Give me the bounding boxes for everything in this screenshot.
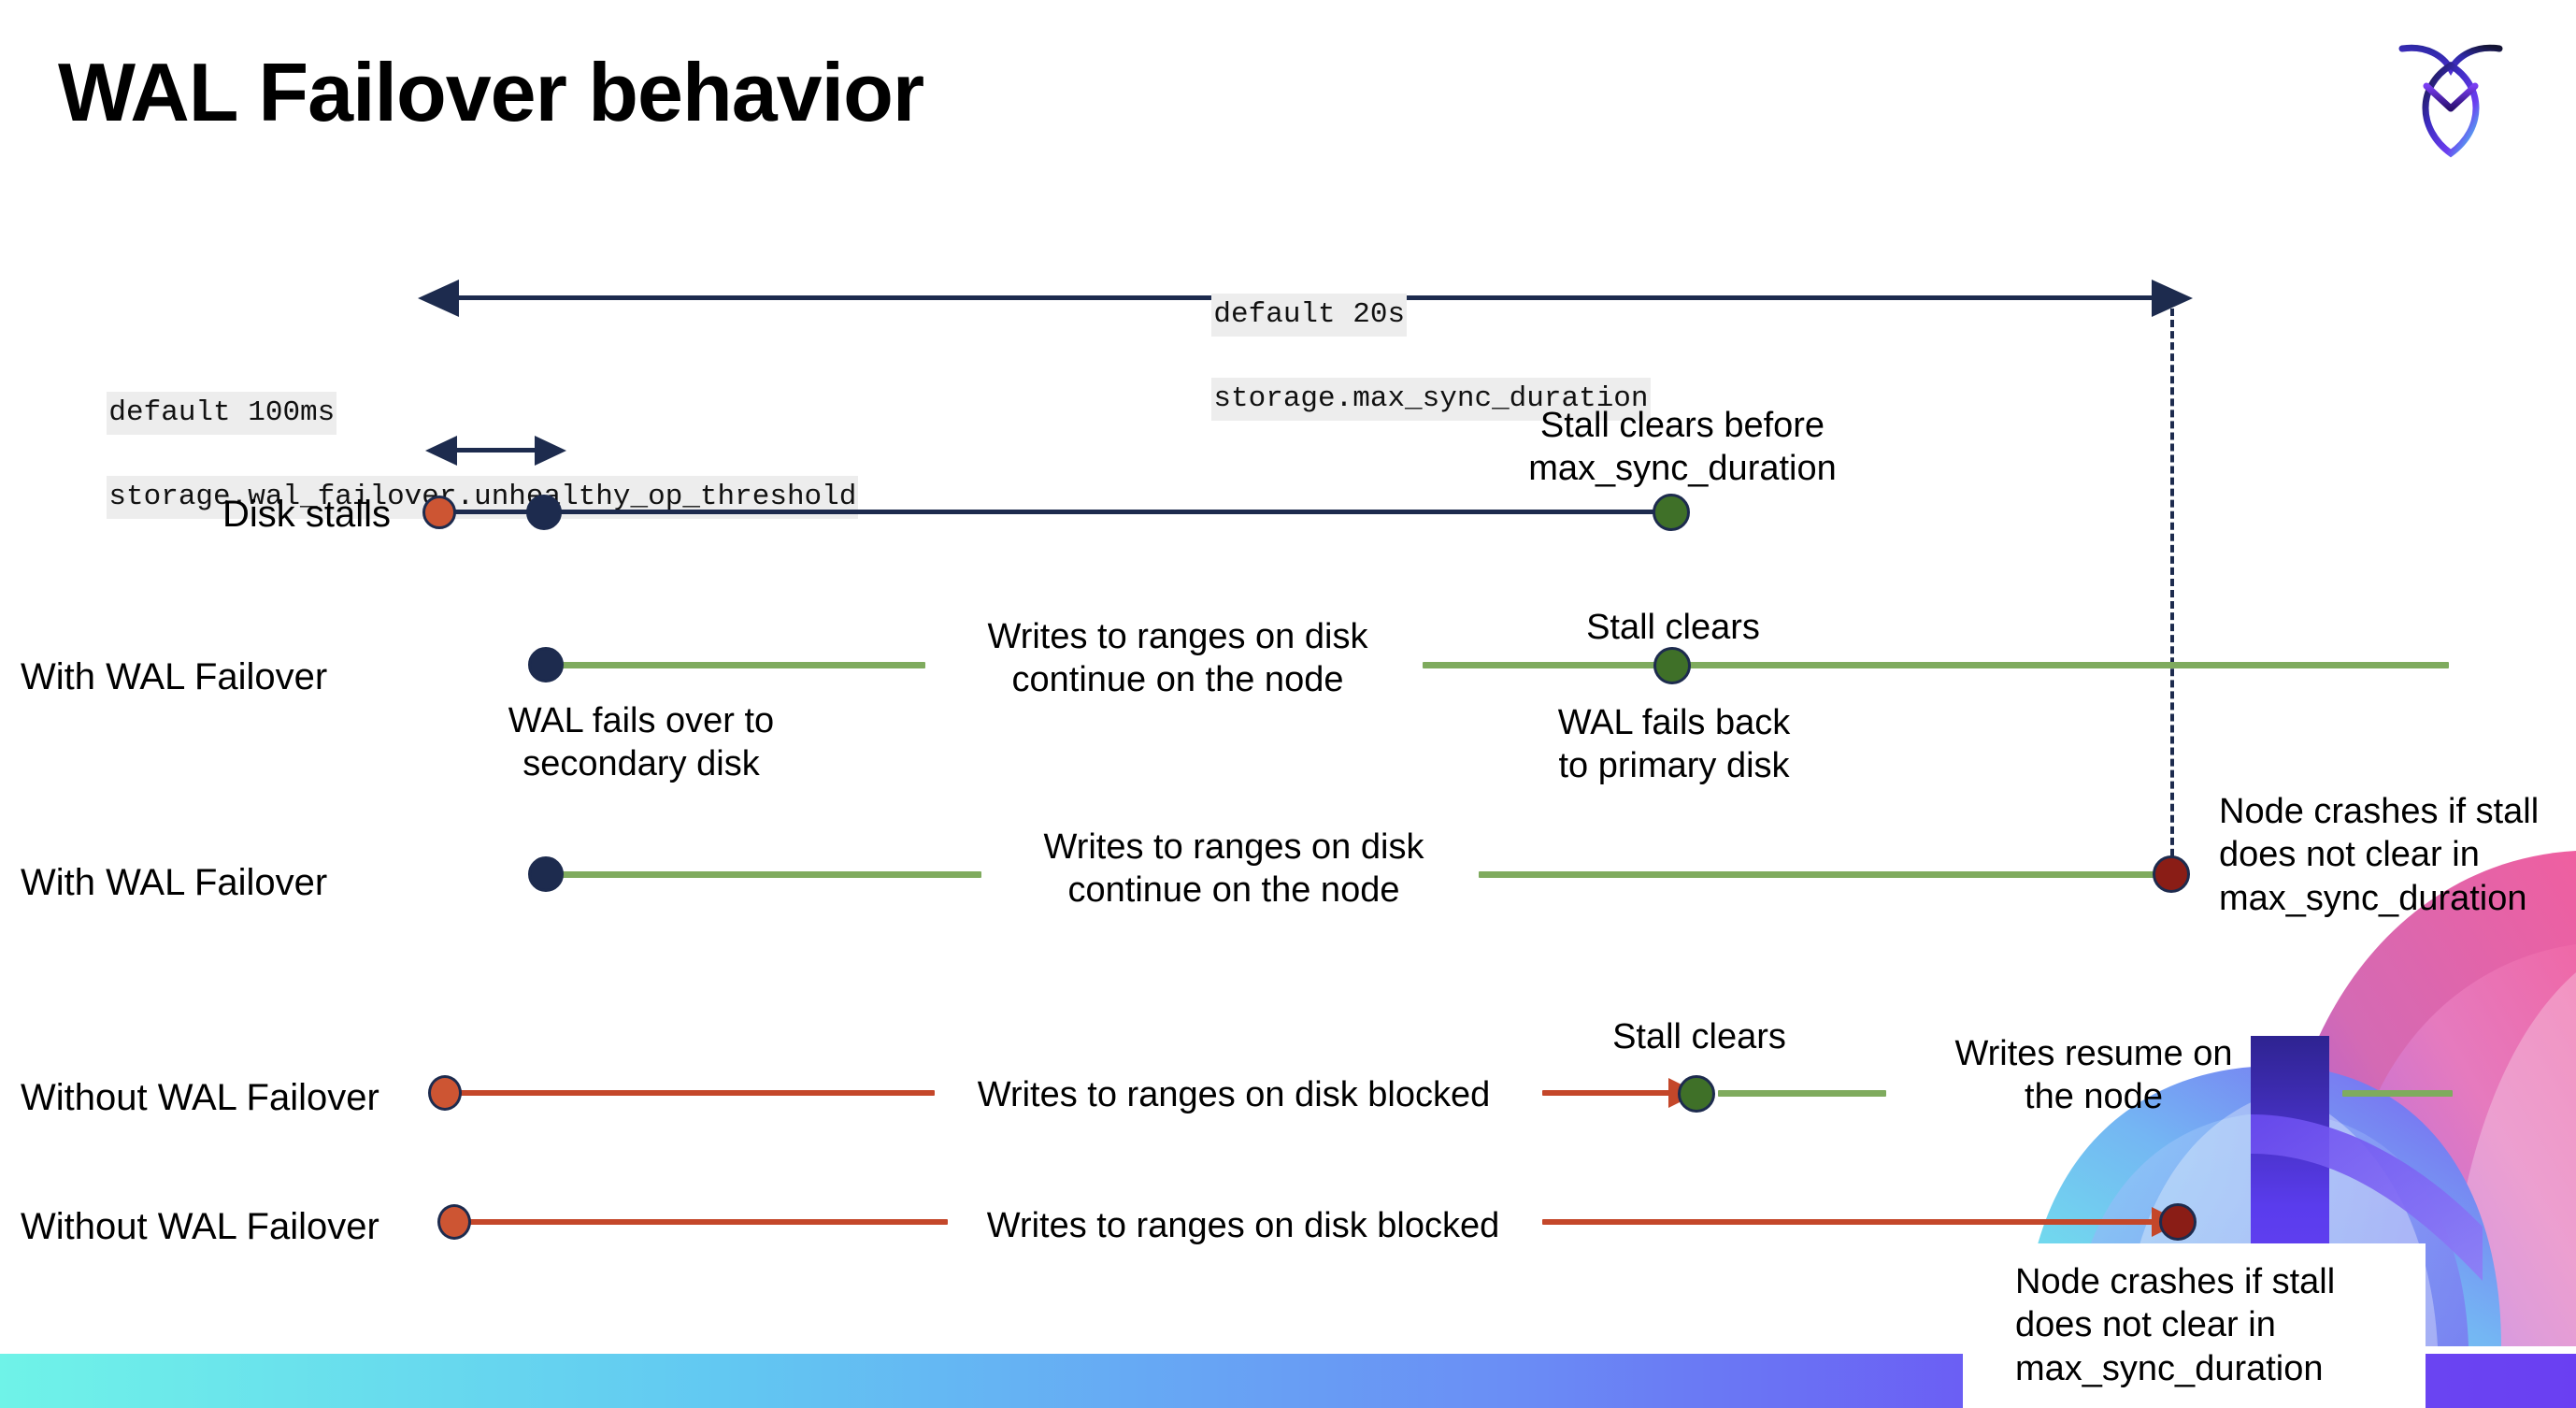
- note-wal1-fails-over: WAL fails over to secondary disk: [508, 701, 775, 784]
- nowal2-crash-dot: [2159, 1203, 2197, 1241]
- max-sync-default-text: default 20s: [1211, 294, 1408, 338]
- disk-stalls-line: [437, 510, 1671, 514]
- disk-stalls-clear-dot: [1653, 494, 1690, 531]
- note-nowal1-stall-clears: Stall clears: [1612, 1017, 1786, 1056]
- note-wal2-writes-continue: Writes to ranges on disk continue on the…: [1043, 827, 1424, 911]
- max-sync-setting-text: storage.max_sync_duration: [1211, 378, 1651, 422]
- wal2-crash-dot: [2153, 855, 2190, 893]
- row-label-disk-stalls: Disk stalls: [222, 494, 392, 535]
- wal1-stall-clears-dot: [1653, 647, 1691, 684]
- nowal1-orange-seg-b: [1542, 1090, 1675, 1096]
- nowal1-orange-seg-a: [449, 1090, 935, 1096]
- disk-stalls-start-dot: [422, 496, 456, 529]
- wal2-green-seg-b: [1479, 871, 2172, 878]
- wal1-green-seg-a: [542, 662, 925, 668]
- note-wal2-node-crashes: Node crashes if stall does not clear in …: [2219, 792, 2540, 918]
- page-title: WAL Failover behavior: [58, 46, 924, 138]
- wal2-green-seg-a: [542, 871, 981, 878]
- threshold-right-arrowhead: [535, 436, 566, 466]
- nowal1-green-seg: [1718, 1090, 1886, 1097]
- note-wal1-writes-continue: Writes to ranges on disk continue on the…: [987, 617, 1368, 700]
- note-nowal2-node-crashes: Node crashes if stall does not clear in …: [2015, 1262, 2336, 1388]
- threshold-left-arrowhead: [425, 436, 457, 466]
- max-sync-left-arrowhead: [418, 280, 459, 317]
- unhealthy-default-text: default 100ms: [107, 392, 337, 436]
- wal1-green-seg-b: [1423, 662, 2449, 668]
- row-label-without-wal-failover-1: Without WAL Failover: [21, 1077, 379, 1118]
- row-label-without-wal-failover-2: Without WAL Failover: [21, 1206, 379, 1247]
- cockroachdb-logo-icon: [2389, 28, 2512, 168]
- nowal2-orange-seg-a: [458, 1219, 948, 1225]
- nowal2-stall-start-dot: [437, 1204, 471, 1240]
- row-label-with-wal-failover-2: With WAL Failover: [21, 862, 328, 903]
- nowal1-stall-start-dot: [428, 1075, 462, 1111]
- nowal2-orange-seg-b: [1542, 1219, 2161, 1225]
- note-wal1-stall-clears: Stall clears: [1586, 608, 1760, 647]
- max-sync-right-arrowhead: [2152, 280, 2193, 317]
- max-sync-annotation: default 20s storage.max_sync_duration: [1142, 252, 1651, 462]
- nowal1-green-seg-tail: [2342, 1090, 2453, 1097]
- note-nowal1-writes-resume: Writes resume on the node: [1954, 1034, 2233, 1117]
- node-crash-callout-box: [1963, 1243, 2426, 1408]
- note-wal1-fails-back: WAL fails back to primary disk: [1557, 703, 1791, 786]
- note-nowal2-writes-blocked: Writes to ranges on disk blocked: [986, 1206, 1500, 1245]
- threshold-span-line: [439, 448, 553, 453]
- nowal1-stall-clears-dot: [1678, 1075, 1715, 1113]
- note-nowal1-writes-blocked: Writes to ranges on disk blocked: [977, 1075, 1491, 1114]
- row-label-with-wal-failover-1: With WAL Failover: [21, 656, 328, 697]
- disk-stalls-failover-dot: [526, 495, 562, 530]
- max-sync-drop-line: [2170, 309, 2174, 879]
- wal2-failover-dot: [528, 856, 564, 892]
- note-stall-clears-before: Stall clears before max_sync_duration: [1528, 406, 1837, 489]
- wal1-failover-dot: [528, 647, 564, 682]
